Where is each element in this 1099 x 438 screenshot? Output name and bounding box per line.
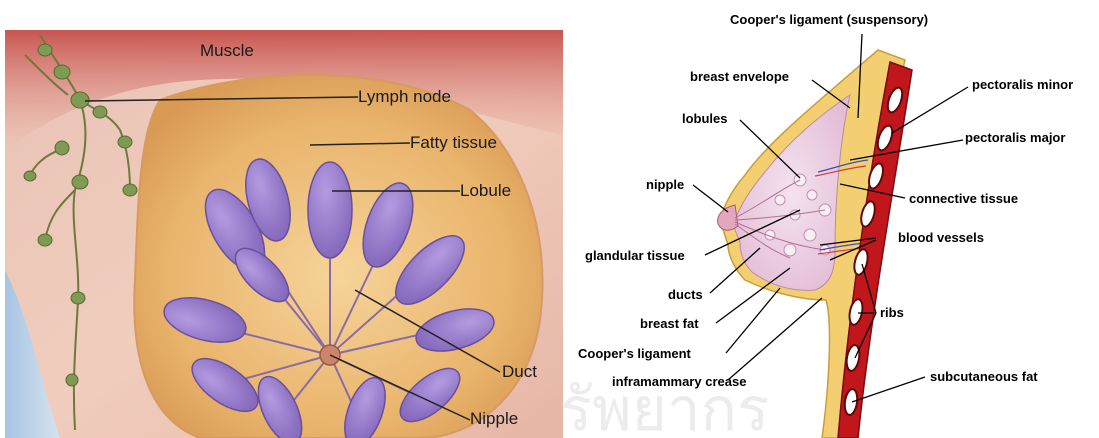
label-lobules: lobules [682,111,728,126]
label-muscle: Muscle [200,41,254,60]
label-lobule: Lobule [460,181,511,200]
label-blood-vessels: blood vessels [898,230,984,245]
label-pectoralis-major: pectoralis major [965,130,1065,145]
label-coopers-ligament: Cooper's ligament [578,346,692,361]
lobule [308,162,352,258]
breast-fatty-tissue [134,75,542,438]
label-connective-tissue: connective tissue [909,191,1018,206]
label-breast-fat: breast fat [640,316,699,331]
label-nipple-right: nipple [646,177,684,192]
label-duct: Duct [502,362,537,381]
label-ducts: ducts [668,287,703,302]
label-ribs: ribs [880,305,904,320]
label-subcutaneous-fat: subcutaneous fat [930,369,1038,384]
label-glandular-tissue: glandular tissue [585,248,685,263]
label-breast-envelope: breast envelope [690,69,789,84]
label-inframammary-crease: inframammary crease [612,374,746,389]
label-nipple-left: Nipple [470,409,518,428]
label-lymph-node: Lymph node [358,87,451,106]
label-fatty-tissue: Fatty tissue [410,133,497,152]
label-coopers-suspensory: Cooper's ligament (suspensory) [730,12,928,27]
label-pectoralis-minor: pectoralis minor [972,77,1073,92]
left-illustration [5,30,563,438]
